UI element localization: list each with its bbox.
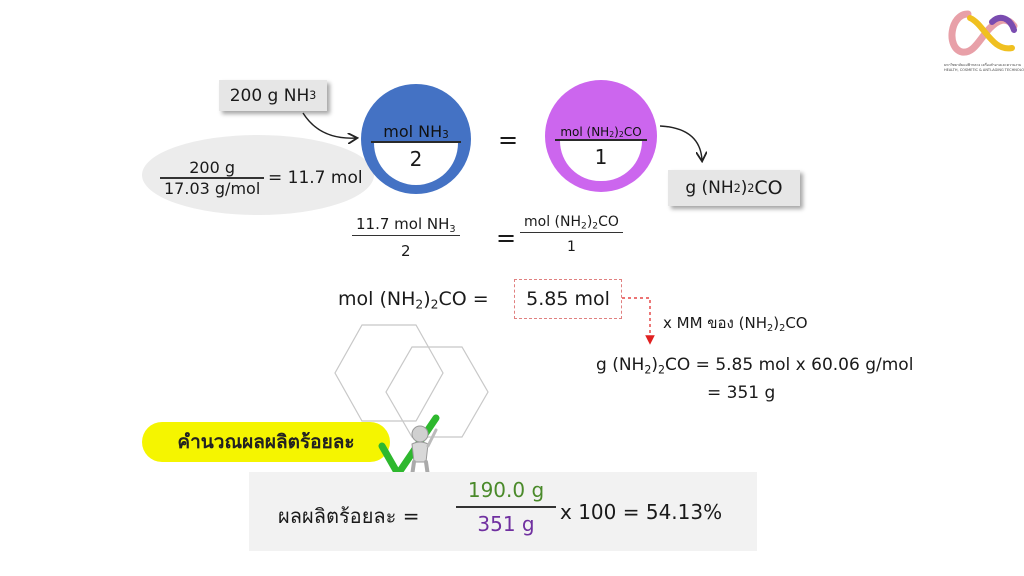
given-to-circle-arrow bbox=[302, 112, 356, 138]
ratio-left-fraction: 11.7 mol NH3 2 bbox=[352, 215, 460, 260]
percent-yield-panel bbox=[249, 472, 757, 551]
ratio-left-den: 2 bbox=[401, 241, 411, 260]
given-qty: 200 g NH bbox=[229, 85, 310, 106]
ratio-left-num: 11.7 mol NH3 bbox=[356, 215, 456, 235]
fraction-bar bbox=[520, 231, 623, 233]
mass-calc-line2: = 351 g bbox=[707, 383, 776, 403]
mol-value-box: 5.85 mol bbox=[514, 279, 622, 319]
equals-sign: = bbox=[498, 126, 519, 154]
mm-dashed-arrow bbox=[622, 297, 655, 345]
hexagon-outline-2 bbox=[385, 346, 489, 438]
circle-divider bbox=[555, 139, 647, 141]
urea-coefficient: 1 bbox=[594, 145, 608, 169]
logo-caption-th: มหาวิทยาลัยแม่ฟ้าหลวง เครื่องสำอางและควา… bbox=[944, 63, 1022, 67]
yield-banner: คำนวณผลผลิตร้อยละ bbox=[142, 422, 390, 462]
ratio-equals: = bbox=[496, 224, 517, 252]
fraction-bar bbox=[456, 506, 556, 508]
circle-bowl: 2 bbox=[374, 143, 458, 185]
mol-result-text: = 11.7 mol bbox=[268, 168, 363, 188]
calc-ellipse bbox=[142, 135, 374, 215]
ratio-right-fraction: mol (NH2)2CO 1 bbox=[520, 214, 623, 255]
circle-to-target-arrow bbox=[659, 125, 702, 160]
fraction-denominator: 17.03 g/mol bbox=[164, 178, 261, 198]
ratio-right-den: 1 bbox=[566, 238, 576, 255]
ratio-right-num: mol (NH2)2CO bbox=[524, 214, 619, 232]
hexagon-outline-1 bbox=[334, 324, 444, 422]
circle-bowl: 1 bbox=[560, 141, 642, 181]
actual-yield: 190.0 g bbox=[467, 478, 545, 502]
fraction-numerator: 200 g bbox=[189, 158, 236, 177]
logo-icon bbox=[948, 10, 1018, 56]
molar-mass-note: x MM ของ (NH2)2CO bbox=[663, 314, 808, 334]
mass-to-mol-fraction: 200 g 17.03 g/mol bbox=[160, 158, 265, 198]
fraction-bar bbox=[352, 234, 460, 236]
logo: มหาวิทยาลัยแม่ฟ้าหลวง เครื่องสำอางและควา… bbox=[940, 8, 1024, 72]
given-sub: 3 bbox=[309, 89, 317, 102]
logo-caption-en: HEALTH, COSMETIC & ANTI-AGING TECHNOLOGY bbox=[944, 68, 1024, 72]
yield-banner-text: คำนวณผลผลิตร้อยละ bbox=[177, 431, 355, 453]
mol-value: 5.85 mol bbox=[526, 288, 610, 310]
mass-calc-line1: g (NH2)2CO = 5.85 mol x 60.06 g/mol bbox=[596, 355, 914, 377]
nh3-coefficient: 2 bbox=[409, 147, 423, 171]
mol-urea-result: mol (NH2)2CO = bbox=[338, 288, 489, 312]
person-check-icon bbox=[378, 414, 440, 478]
theoretical-yield: 351 g bbox=[477, 511, 535, 536]
yield-fraction: 190.0 g 351 g bbox=[456, 478, 556, 536]
yield-label: ผลผลิตร้อยละ = bbox=[278, 504, 420, 528]
fraction-bar bbox=[160, 177, 265, 179]
circle-divider bbox=[371, 141, 461, 143]
yield-result: x 100 = 54.13% bbox=[560, 500, 723, 524]
